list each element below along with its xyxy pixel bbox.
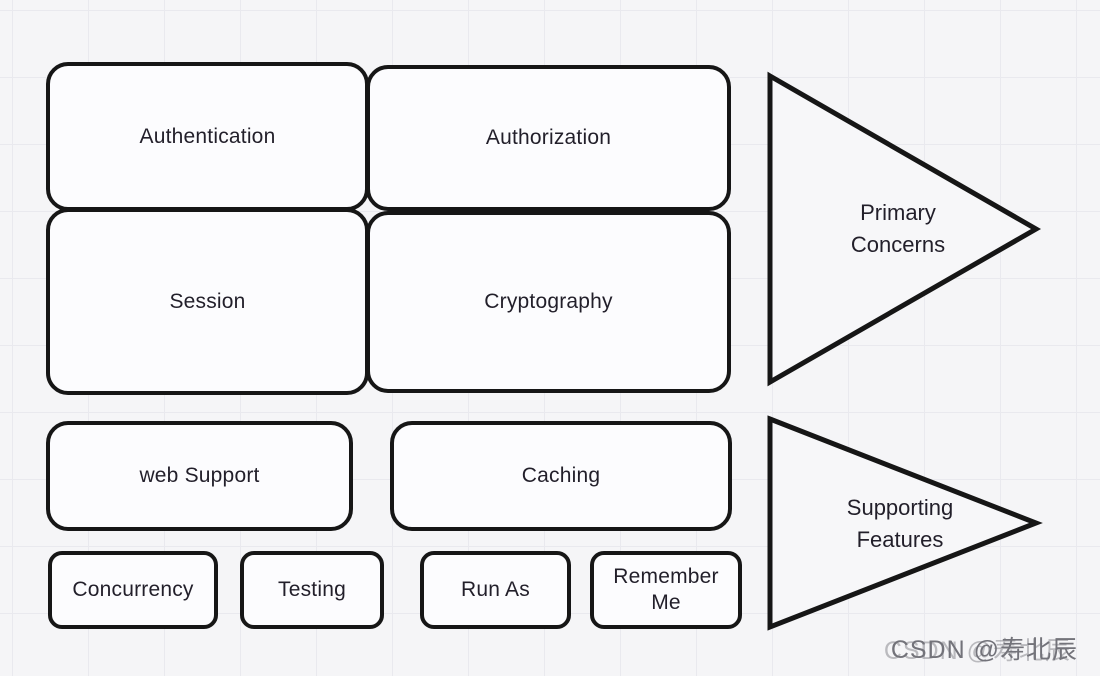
- box-testing-label: Testing: [278, 578, 346, 601]
- box-caching: Caching: [390, 421, 732, 531]
- primary-concerns-label-line1: Primary: [860, 200, 936, 225]
- box-cryptography: Cryptography: [366, 211, 731, 393]
- box-concurrency: Concurrency: [48, 551, 218, 629]
- box-session-label: Session: [169, 289, 246, 313]
- box-testing: Testing: [240, 551, 384, 629]
- box-concurrency-label: Concurrency: [72, 578, 194, 601]
- supporting-features-triangle: [767, 415, 1043, 631]
- box-remember-me-label: Remember Me: [613, 565, 719, 614]
- box-web-support-label: web Support: [139, 464, 260, 487]
- supporting-features-label-line2: Features: [856, 527, 944, 552]
- supporting-features-label-line1: Supporting: [846, 495, 954, 520]
- primary-concerns-label-line2: Concerns: [850, 232, 946, 257]
- box-session: Session: [46, 208, 369, 395]
- csdn-watermark-ghost: CSDN @寿北辰: [883, 637, 1071, 665]
- box-authentication-label: Authentication: [139, 124, 276, 148]
- box-remember-me: Remember Me: [590, 551, 742, 629]
- box-web-support: web Support: [46, 421, 353, 531]
- csdn-watermark: CSDN @寿北辰 CSDN @寿北辰: [884, 630, 1078, 666]
- supporting-features-label: Supporting Features: [790, 492, 1010, 556]
- box-authorization: Authorization: [366, 65, 731, 211]
- box-run-as-label: Run As: [461, 578, 530, 601]
- primary-concerns-triangle: [767, 71, 1042, 387]
- box-caching-label: Caching: [521, 464, 601, 487]
- box-run-as: Run As: [420, 551, 571, 629]
- box-cryptography-label: Cryptography: [484, 290, 613, 313]
- box-authorization-label: Authorization: [485, 126, 612, 149]
- box-authentication: Authentication: [46, 62, 369, 211]
- csdn-watermark-text: CSDN @寿北辰: [890, 636, 1078, 664]
- primary-concerns-label: Primary Concerns: [788, 197, 1008, 261]
